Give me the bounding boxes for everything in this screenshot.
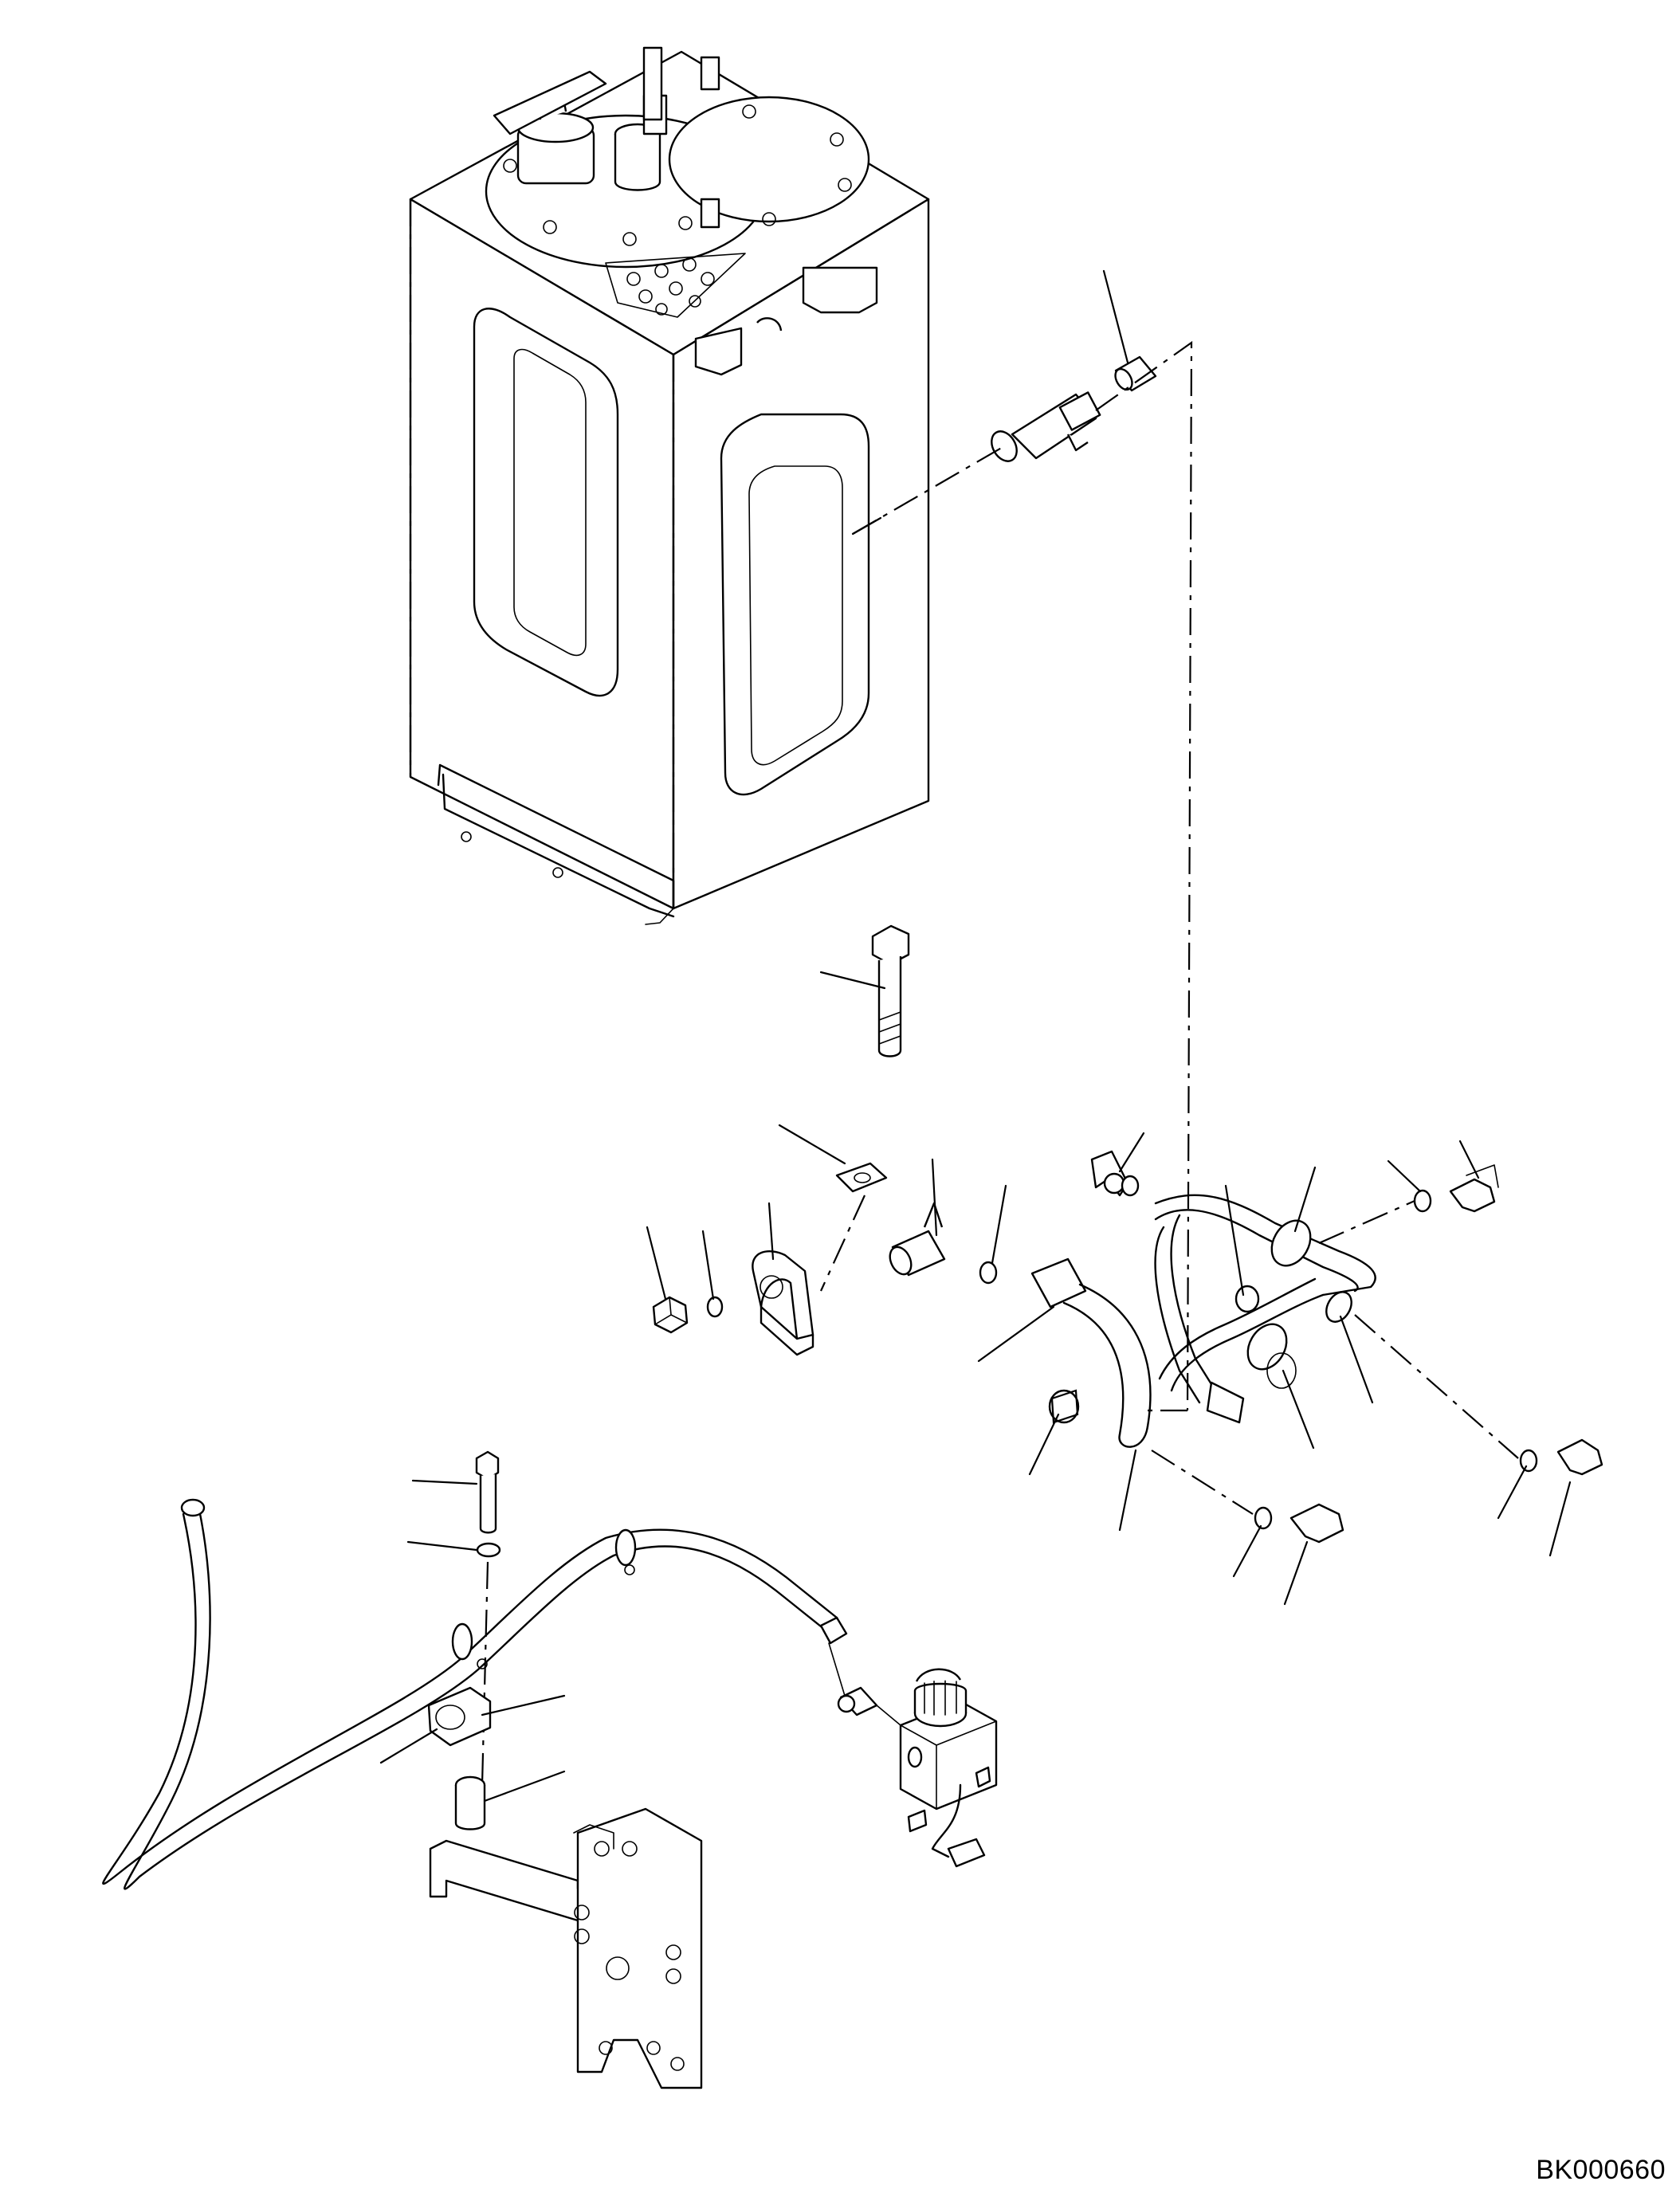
hose-clamps: [1246, 1219, 1352, 1389]
elbow-fitting: [889, 1202, 946, 1277]
adapter-fitting: [1114, 355, 1157, 392]
washer-2: [1519, 1449, 1538, 1473]
lock-washer: [835, 1162, 888, 1193]
spacer-lower: [1048, 1389, 1080, 1424]
tank-top-fittings: [485, 46, 878, 376]
drawing-id-label: BK000660: [1536, 2155, 1666, 2185]
spacer-tube: [454, 1775, 486, 1830]
nut: [652, 1296, 689, 1334]
bolt-3: [1289, 1503, 1344, 1544]
pressure-sensor: [991, 391, 1101, 462]
mounting-bolt: [871, 924, 910, 1057]
o-ring: [979, 1261, 998, 1285]
hose-loop: [1154, 1194, 1376, 1424]
tank-side-panels: [473, 308, 870, 796]
mounting-bracket: [752, 1250, 814, 1356]
washer-3: [1254, 1506, 1273, 1530]
hose-clamps-lower: [451, 1528, 637, 1669]
solenoid-valve: [899, 1668, 998, 1868]
callout-leaders: [379, 269, 1572, 1803]
hydraulic-tank: [409, 46, 930, 925]
valve-fitting: [837, 1686, 878, 1716]
spacer-upper: [1234, 1285, 1260, 1313]
washer-1: [1413, 1189, 1432, 1213]
mounting-frame: [429, 1807, 703, 2089]
clip-bracket: [1090, 1150, 1140, 1197]
washer-lower: [476, 1542, 501, 1558]
bolt-lower: [475, 1450, 500, 1534]
o-ring-small: [706, 1296, 724, 1318]
bolt-2: [1556, 1438, 1603, 1476]
hose-curved: [1030, 1257, 1152, 1448]
bolt-1: [1449, 1164, 1499, 1213]
clamp-block: [427, 1686, 492, 1747]
